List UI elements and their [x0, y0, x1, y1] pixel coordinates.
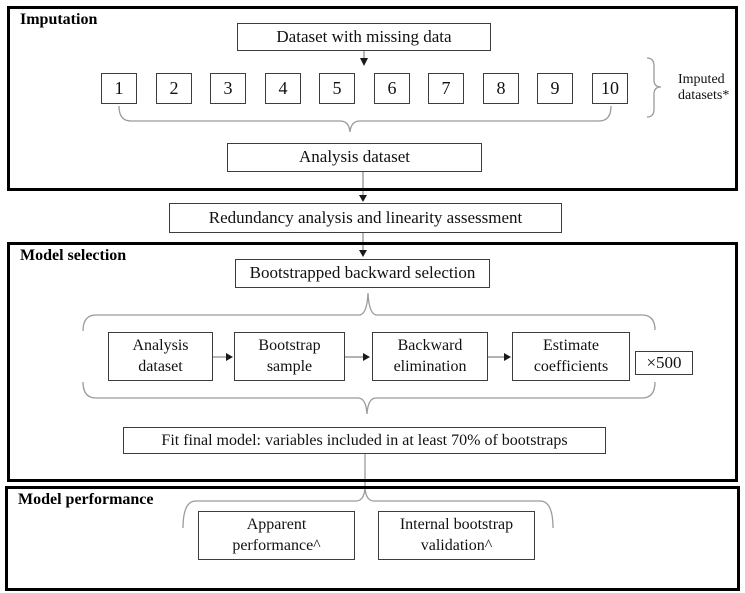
box-fit-final-model: Fit final model: variables included in a…: [123, 427, 606, 454]
arrow-redundancy-to-bootstrapped: [359, 232, 367, 257]
box-loop-analysis-dataset: Analysis dataset: [108, 332, 213, 381]
imputed-datasets-label: Imputed datasets*: [678, 72, 730, 104]
brace-under-loop: [82, 381, 656, 415]
box-imputed-dataset-4: 4: [265, 73, 301, 104]
box-imputed-dataset-10: 10: [592, 73, 628, 104]
box-loop-estimate-coefficients: Estimate coefficients: [512, 332, 630, 381]
section-model-performance: Model performance: [5, 486, 740, 591]
box-internal-bootstrap-validation: Internal bootstrap validation^: [378, 511, 535, 560]
section-model-performance-title: Model performance: [18, 491, 154, 508]
box-imputed-dataset-3: 3: [210, 73, 246, 104]
box-apparent-performance: Apparent performance^: [198, 511, 355, 560]
section-model-selection-title: Model selection: [20, 247, 127, 264]
box-imputed-dataset-9: 9: [537, 73, 573, 104]
box-dataset-with-missing-data: Dataset with missing data: [237, 23, 491, 51]
box-analysis-dataset: Analysis dataset: [227, 143, 482, 172]
box-imputed-dataset-6: 6: [374, 73, 410, 104]
brace-imputed-datasets-label: [646, 57, 662, 118]
brace-over-loop: [82, 292, 656, 332]
box-repeat-500: ×500: [635, 351, 693, 375]
arrow-dataset-to-imputed: [360, 50, 368, 66]
section-imputation: Imputation: [7, 6, 738, 191]
arrow-analysis-to-redundancy: [359, 172, 367, 202]
box-imputed-dataset-1: 1: [101, 73, 137, 104]
arrow-loop-step1: [213, 353, 233, 361]
box-imputed-dataset-2: 2: [156, 73, 192, 104]
box-loop-backward-elimination: Backward elimination: [372, 332, 488, 381]
box-imputed-dataset-5: 5: [319, 73, 355, 104]
section-model-selection: Model selection: [7, 242, 738, 482]
arrow-loop-step2: [345, 353, 370, 361]
section-imputation-title: Imputation: [20, 11, 98, 28]
box-bootstrapped-backward-selection: Bootstrapped backward selection: [235, 259, 490, 288]
box-redundancy-linearity: Redundancy analysis and linearity assess…: [169, 203, 562, 233]
brace-imputed-to-analysis: [118, 105, 612, 133]
arrow-loop-step3: [488, 353, 511, 361]
box-loop-bootstrap-sample: Bootstrap sample: [234, 332, 345, 381]
box-imputed-dataset-7: 7: [428, 73, 464, 104]
box-imputed-dataset-8: 8: [483, 73, 519, 104]
